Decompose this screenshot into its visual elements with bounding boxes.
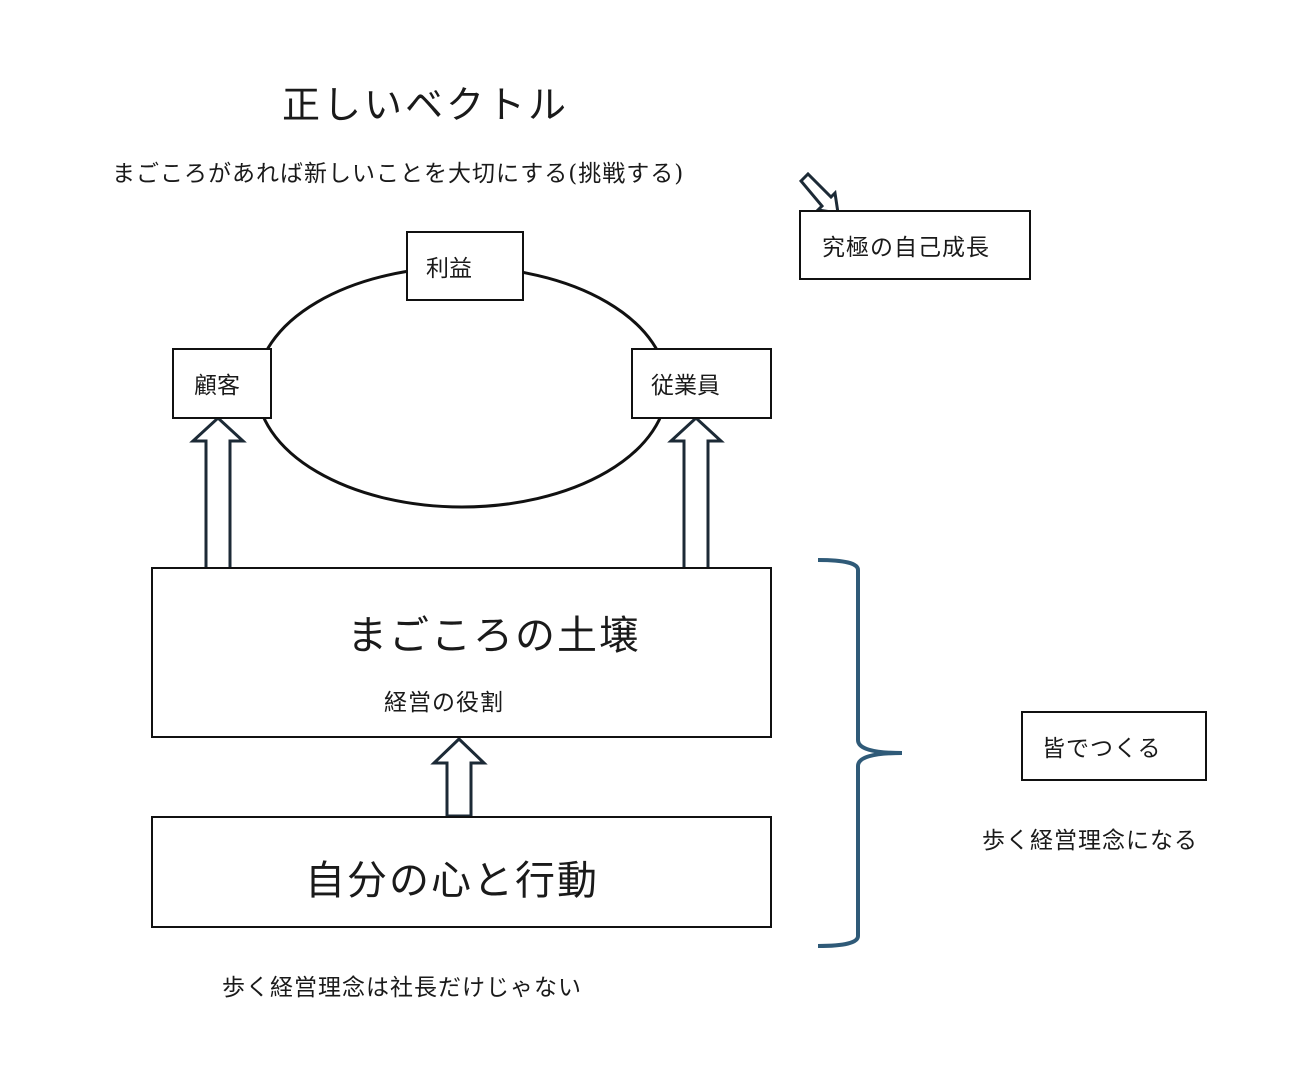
- arrow-up-to-employee: [667, 415, 725, 571]
- arrow-up-to-soil: [430, 736, 488, 818]
- soil-title: まごころの土壌: [347, 613, 641, 659]
- soil-subtitle: 経営の役割: [384, 690, 504, 716]
- employee-box: 従業員: [631, 348, 772, 419]
- ultimate-growth-box: 究極の自己成長: [799, 210, 1031, 280]
- customer-box: 顧客: [172, 348, 272, 419]
- ultimate-growth-label: 究極の自己成長: [822, 235, 990, 261]
- diagram-title: 正しいベクトル: [282, 83, 570, 127]
- together-label: 皆でつくる: [1042, 736, 1162, 762]
- self-label: 自分の心と行動: [305, 858, 599, 904]
- profit-box: 利益: [406, 231, 524, 301]
- soil-box: まごころの土壌 経営の役割: [151, 567, 772, 738]
- employee-label: 従業員: [651, 373, 720, 399]
- becomes-philosophy-note: 歩く経営理念になる: [982, 828, 1198, 854]
- arrow-up-to-customer: [189, 415, 247, 571]
- diagram-subtitle: まごころがあれば新しいことを大切にする(挑戦する): [112, 161, 685, 187]
- grouping-brace: [817, 558, 903, 948]
- arrow-diagonal-to-growth: [798, 171, 840, 215]
- together-box: 皆でつくる: [1021, 711, 1207, 781]
- cycle-ellipse: [255, 265, 669, 509]
- customer-label: 顧客: [194, 373, 240, 399]
- self-box: 自分の心と行動: [151, 816, 772, 928]
- not-only-president-note: 歩く経営理念は社長だけじゃない: [222, 975, 582, 1001]
- profit-label: 利益: [426, 256, 472, 282]
